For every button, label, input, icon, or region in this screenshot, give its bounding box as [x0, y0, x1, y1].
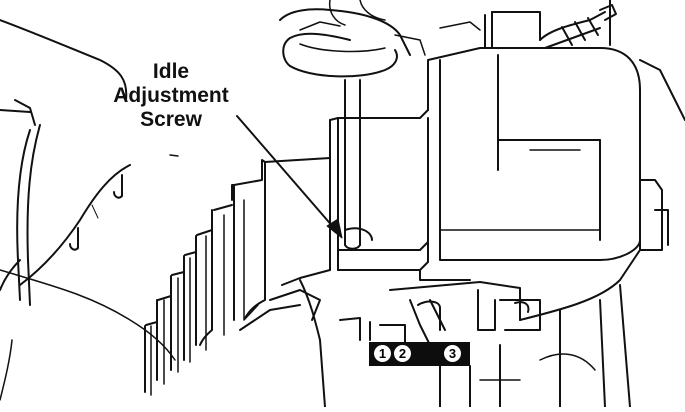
step-badge-3: 3 — [444, 345, 461, 362]
throttle-linkage — [300, 250, 640, 407]
step-badge-strip: 1 2 3 — [369, 342, 470, 366]
cooling-fins — [145, 158, 330, 395]
callout-arrow — [237, 116, 342, 238]
step-badge-1: 1 — [374, 345, 391, 362]
screwdriver — [280, 0, 425, 249]
step-badge-2: 2 — [394, 345, 411, 362]
idle-adjustment-screw-label: Idle Adjustment Screw — [96, 60, 246, 132]
callout-line-1: Idle — [96, 60, 246, 84]
callout-line-3: Screw — [96, 108, 246, 132]
spark-plug-hardware — [300, 0, 685, 120]
callout-line-2: Adjustment — [96, 84, 246, 108]
carburetor-block — [330, 48, 668, 280]
